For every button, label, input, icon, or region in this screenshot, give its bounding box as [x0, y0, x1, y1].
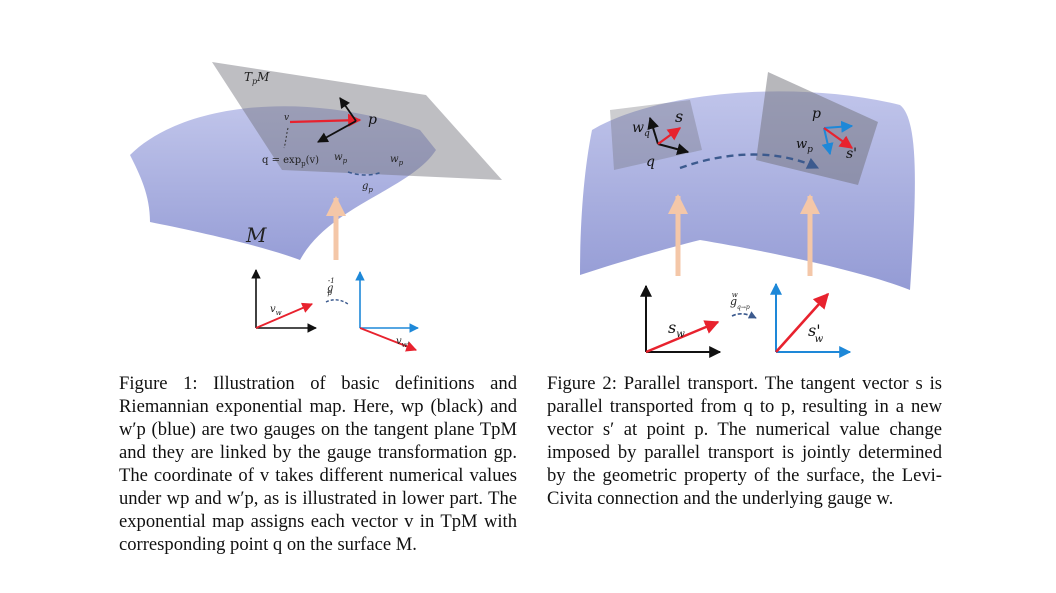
transport-curve: [731, 311, 757, 319]
vector-s-label: s: [675, 107, 683, 126]
vector-s-prime-label: s': [846, 146, 857, 162]
vector-s-arrow: [657, 127, 682, 145]
gauge-wp-label: wp: [334, 152, 348, 165]
point-p-label: p: [368, 112, 377, 128]
svg-text:vw': vw': [396, 336, 410, 349]
exp-map-curve: [283, 127, 289, 149]
svg-text:sw: sw: [668, 318, 685, 340]
figure-1-caption: Figure 1: Illustration of basic definiti…: [119, 373, 517, 555]
manifold-label: M: [245, 223, 267, 247]
vector-v-label: v: [284, 113, 289, 123]
figure-1: TpM v p q = expp(v) wp wp gp M vw gp-1 v…: [119, 62, 517, 555]
figure-2-caption: Figure 2: Parallel transport. The tangen…: [547, 373, 942, 509]
transport-label: gq→pw: [730, 291, 750, 311]
gauge-transform-curve: [347, 171, 383, 176]
tangent-plane-label: TpM: [244, 70, 270, 86]
gauge-wp-arrow-2: [821, 127, 834, 156]
coordinate-frame-wp: vw: [251, 269, 317, 333]
parallel-transport-path: [679, 153, 820, 170]
point-p-label: p: [812, 106, 821, 122]
point-q-label: q: [646, 154, 655, 170]
vector-s-prime-arrow: [823, 127, 854, 149]
gauge-wp-label: wp: [796, 137, 813, 155]
svg-text:s'w: s'w: [808, 321, 824, 345]
coordinate-frame-wp-prime: vw': [355, 271, 419, 352]
gauge-wp-arrow-1: [317, 120, 357, 143]
gauge-wq-label: wq: [632, 120, 650, 139]
coordinate-frame-wp: s'w: [770, 282, 852, 358]
inverse-transform-label: gp-1: [327, 277, 335, 297]
gauge-wq-arrow-1: [657, 143, 690, 156]
gauge-transform-label: gp: [362, 181, 373, 194]
figure-1-illustration: TpM v p q = expp(v) wp wp gp M vw gp-1 v…: [130, 62, 502, 352]
gauge-wq-arrow-2: [647, 116, 659, 145]
coordinate-frame-wq: sw: [640, 284, 722, 358]
gauge-wp-arrow-1: [823, 120, 854, 133]
figure-2-illustration: wq s q p wp s' sw gq→pw s'w: [580, 72, 915, 358]
vector-v-arrow: [289, 113, 362, 127]
gauge-wp-arrow-2: [339, 97, 357, 122]
manifold-surface: [130, 106, 436, 260]
figure-2: wq s q p wp s' sw gq→pw s'w Figure 2: Pa…: [540, 0, 1056, 593]
inverse-transform-curve: [325, 299, 349, 305]
gauge-wp-prime-label: wp: [390, 154, 404, 167]
svg-text:vw: vw: [270, 304, 282, 317]
point-q-label: q = expp(v): [262, 155, 319, 168]
